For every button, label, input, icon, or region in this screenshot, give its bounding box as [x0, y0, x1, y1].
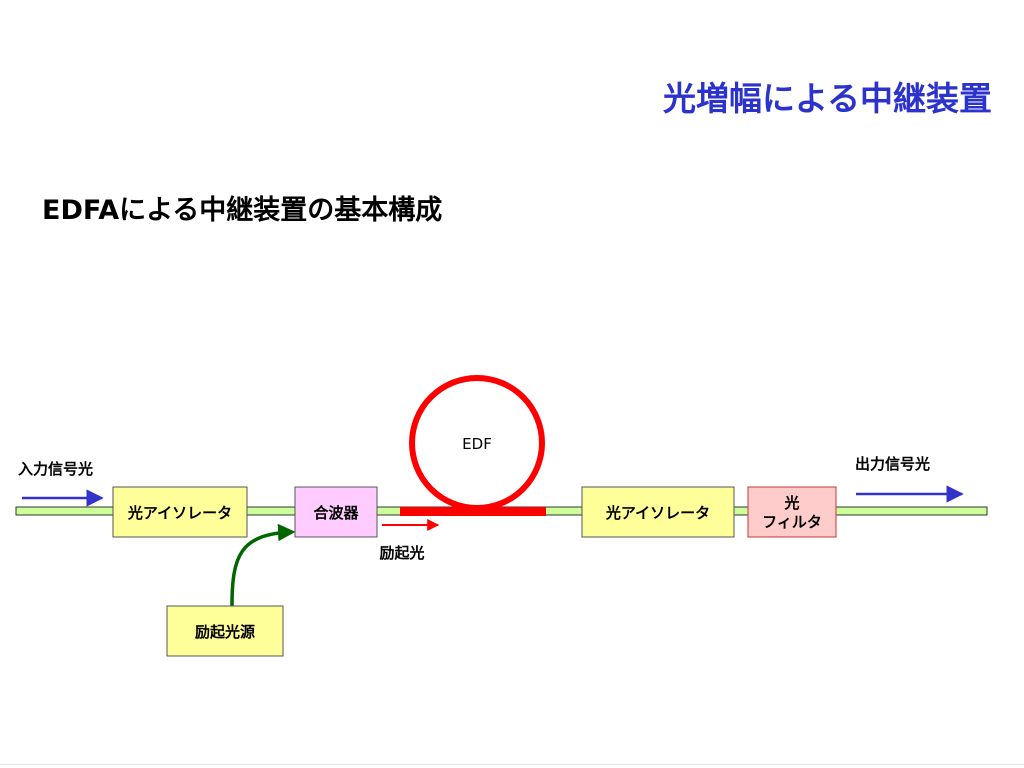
edf-fiber: [400, 507, 546, 516]
optical-filter-box: [747, 486, 837, 538]
slide-title: 光増幅による中継装置: [662, 79, 992, 118]
coupler-box: [294, 486, 378, 538]
isolator-2-label: 光アイソレータ: [605, 504, 710, 522]
pump-light-label: 励起光: [379, 544, 424, 562]
isolator-1-box: [112, 486, 248, 538]
footer-divider: [0, 764, 1024, 765]
slide-subtitle: EDFAによる中継装置の基本構成: [42, 195, 443, 226]
input-signal-label: 入力信号光: [18, 460, 93, 478]
coupler-label: 合波器: [312, 504, 359, 522]
pump-source-label: 励起光源: [195, 623, 255, 641]
pump-source-box: [166, 605, 284, 657]
optical-filter-label-line1: 光: [783, 494, 799, 512]
pump-feed-arrow: [230, 523, 296, 607]
isolator-2-box: [581, 486, 735, 538]
isolator-1-label: 光アイソレータ: [127, 504, 232, 522]
optical-filter-label-line2: フィルタ: [762, 513, 822, 531]
edf-label: EDF: [462, 435, 492, 453]
output-signal-label: 出力信号光: [855, 455, 930, 473]
